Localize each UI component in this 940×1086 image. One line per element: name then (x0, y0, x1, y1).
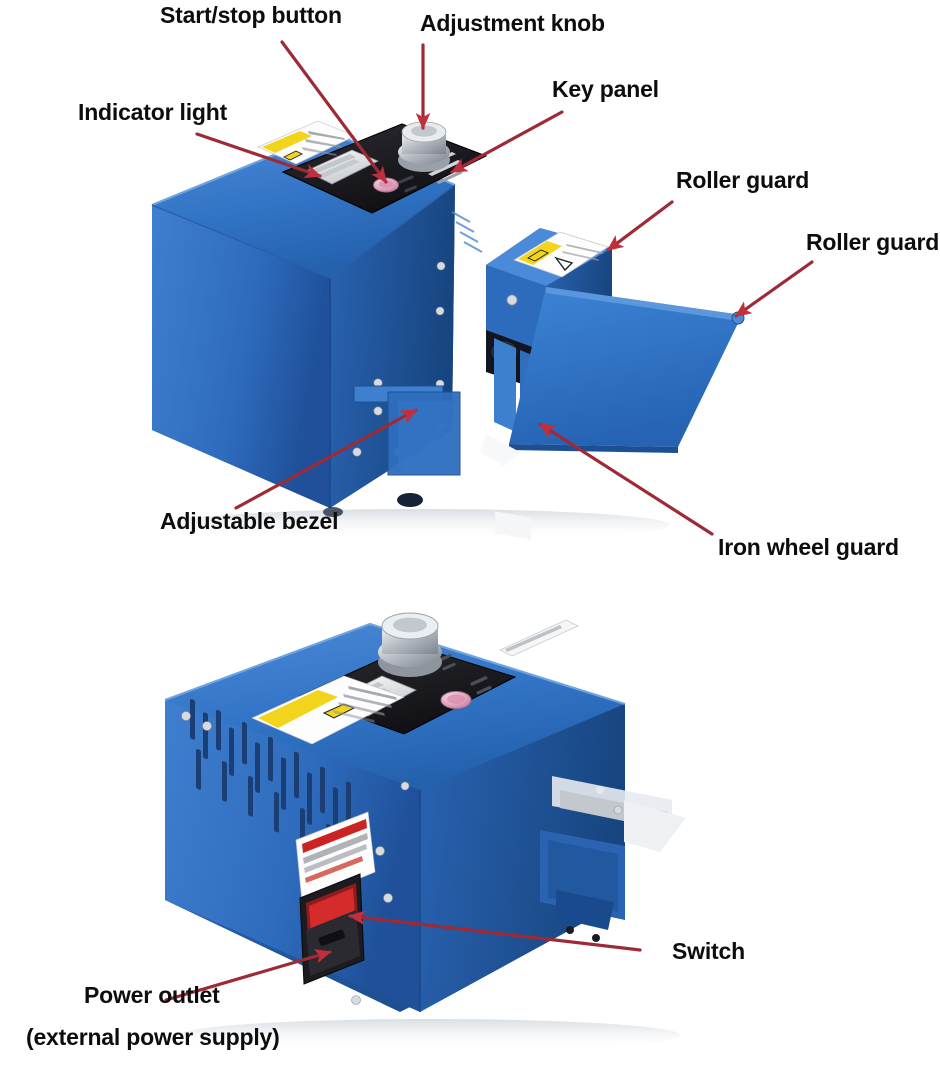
callout-label-start-stop-button: Start/stop button (160, 2, 342, 28)
machine-photo-bottom (164, 612, 686, 1051)
callout-label-adjustable-bezel: Adjustable bezel (160, 508, 339, 534)
ventilation-slots (190, 698, 351, 863)
callout-label-iron-wheel-guard: Iron wheel guard (718, 534, 899, 560)
callout-leader-lines (164, 40, 814, 1002)
callout-label-key-panel: Key panel (552, 76, 659, 102)
leader-roller-guard-upper (606, 200, 674, 252)
callout-label-roller-guard-right: Roller guard (806, 229, 940, 255)
callout-label-adjustment-knob: Adjustment knob (420, 10, 605, 36)
leader-indicator-light (195, 132, 322, 179)
leader-switch (348, 910, 642, 952)
leader-key-panel (450, 110, 564, 174)
callout-label-power-outlet-line2: (external power supply) (26, 1024, 280, 1050)
adjustment-knob-bottom-figure (378, 612, 442, 677)
leader-iron-wheel-guard (538, 422, 714, 536)
output-tray (509, 287, 745, 453)
leader-start-stop-button (280, 40, 388, 184)
leader-power-outlet (164, 949, 332, 1002)
warning-label-bottom-deck (251, 675, 405, 745)
callout-label-roller-guard-upper: Roller guard (676, 167, 810, 193)
rear-roller-assembly (540, 776, 686, 942)
leader-roller-guard-right (734, 260, 814, 318)
callout-label-indicator-light: Indicator light (78, 99, 228, 125)
leader-adjustable-bezel (234, 408, 418, 510)
callout-label-power-outlet-line1: Power outlet (84, 982, 220, 1008)
warning-label-top-deck (257, 120, 356, 165)
callout-label-switch: Switch (672, 938, 745, 964)
adjustment-knob-top-figure (398, 121, 450, 172)
